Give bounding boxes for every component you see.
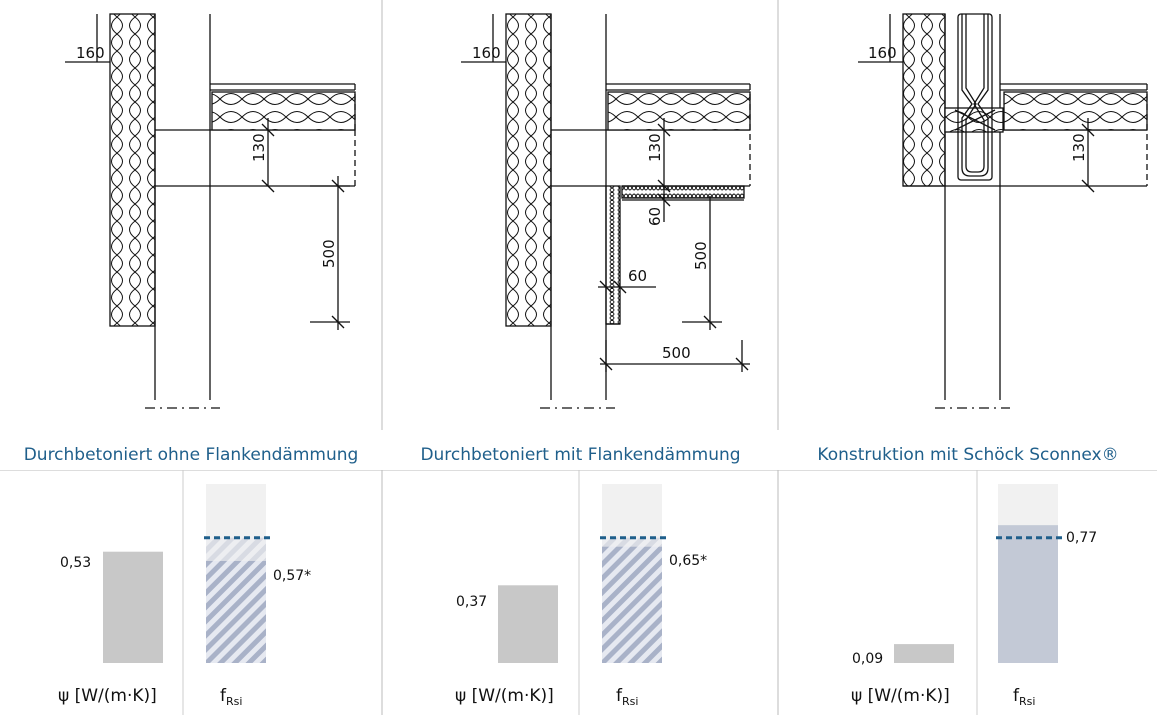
panel-title-3: Konstruktion mit Schöck Sconnex®: [817, 445, 1119, 465]
frsi-bar-3: [998, 525, 1058, 663]
dim-flank-height-2: 500: [692, 241, 710, 270]
dim-wall-insulation-1: 160: [76, 44, 105, 62]
psi-axis-label-3: ψ [W/(m·K)]: [851, 686, 950, 706]
dim-flank-thick-h-2: 60: [646, 207, 664, 226]
dim-slab-3: 130: [1070, 133, 1088, 162]
dim-flank-thick-v-2: 60: [628, 267, 647, 285]
frsi-axis-label-1: fRsi: [220, 686, 242, 708]
psi-axis-label-1: ψ [W/(m·K)]: [58, 686, 157, 706]
psi-value-3: 0,09: [852, 651, 883, 667]
frsi-axis-label-2: fRsi: [616, 686, 638, 708]
frsi-value-2: 0,65*: [669, 553, 707, 569]
frsi-value-3: 0,77: [1066, 530, 1097, 546]
detail-drawings: 160 130 500: [65, 0, 1148, 430]
frsi-bar-1: [206, 560, 266, 663]
dim-wall-insulation-3: 160: [868, 44, 897, 62]
dim-slab-1: 130: [250, 133, 268, 162]
drawing-panel-2: [461, 13, 751, 409]
frsi-gap-2: [602, 537, 662, 547]
psi-bar-3: [894, 644, 954, 663]
drawing-panel-1: [65, 13, 356, 409]
psi-value-2: 0,37: [456, 594, 487, 610]
dim-slab-2: 130: [646, 133, 664, 162]
panel-title-2: Durchbetoniert mit Flankendämmung: [420, 445, 741, 465]
psi-bar-2: [498, 585, 558, 663]
dim-flank-width-2: 500: [662, 344, 691, 362]
frsi-gap-1: [206, 537, 266, 561]
frsi-axis-label-3: fRsi: [1013, 686, 1035, 708]
psi-axis-label-2: ψ [W/(m·K)]: [455, 686, 554, 706]
psi-bar-1: [103, 551, 163, 663]
dim-flank-height-1: 500: [320, 239, 338, 268]
panel-title-1: Durchbetoniert ohne Flankendämmung: [23, 445, 359, 465]
psi-value-1: 0,53: [60, 555, 91, 571]
results-charts: 0,53 0,57* 0,37 0,65* 0,09 0,77 ψ [W/(m·…: [0, 470, 1157, 715]
dim-wall-insulation-2: 160: [472, 44, 501, 62]
drawing-panel-3: [858, 13, 1148, 409]
frsi-value-1: 0,57*: [273, 568, 311, 584]
frsi-bar-2: [602, 546, 662, 663]
